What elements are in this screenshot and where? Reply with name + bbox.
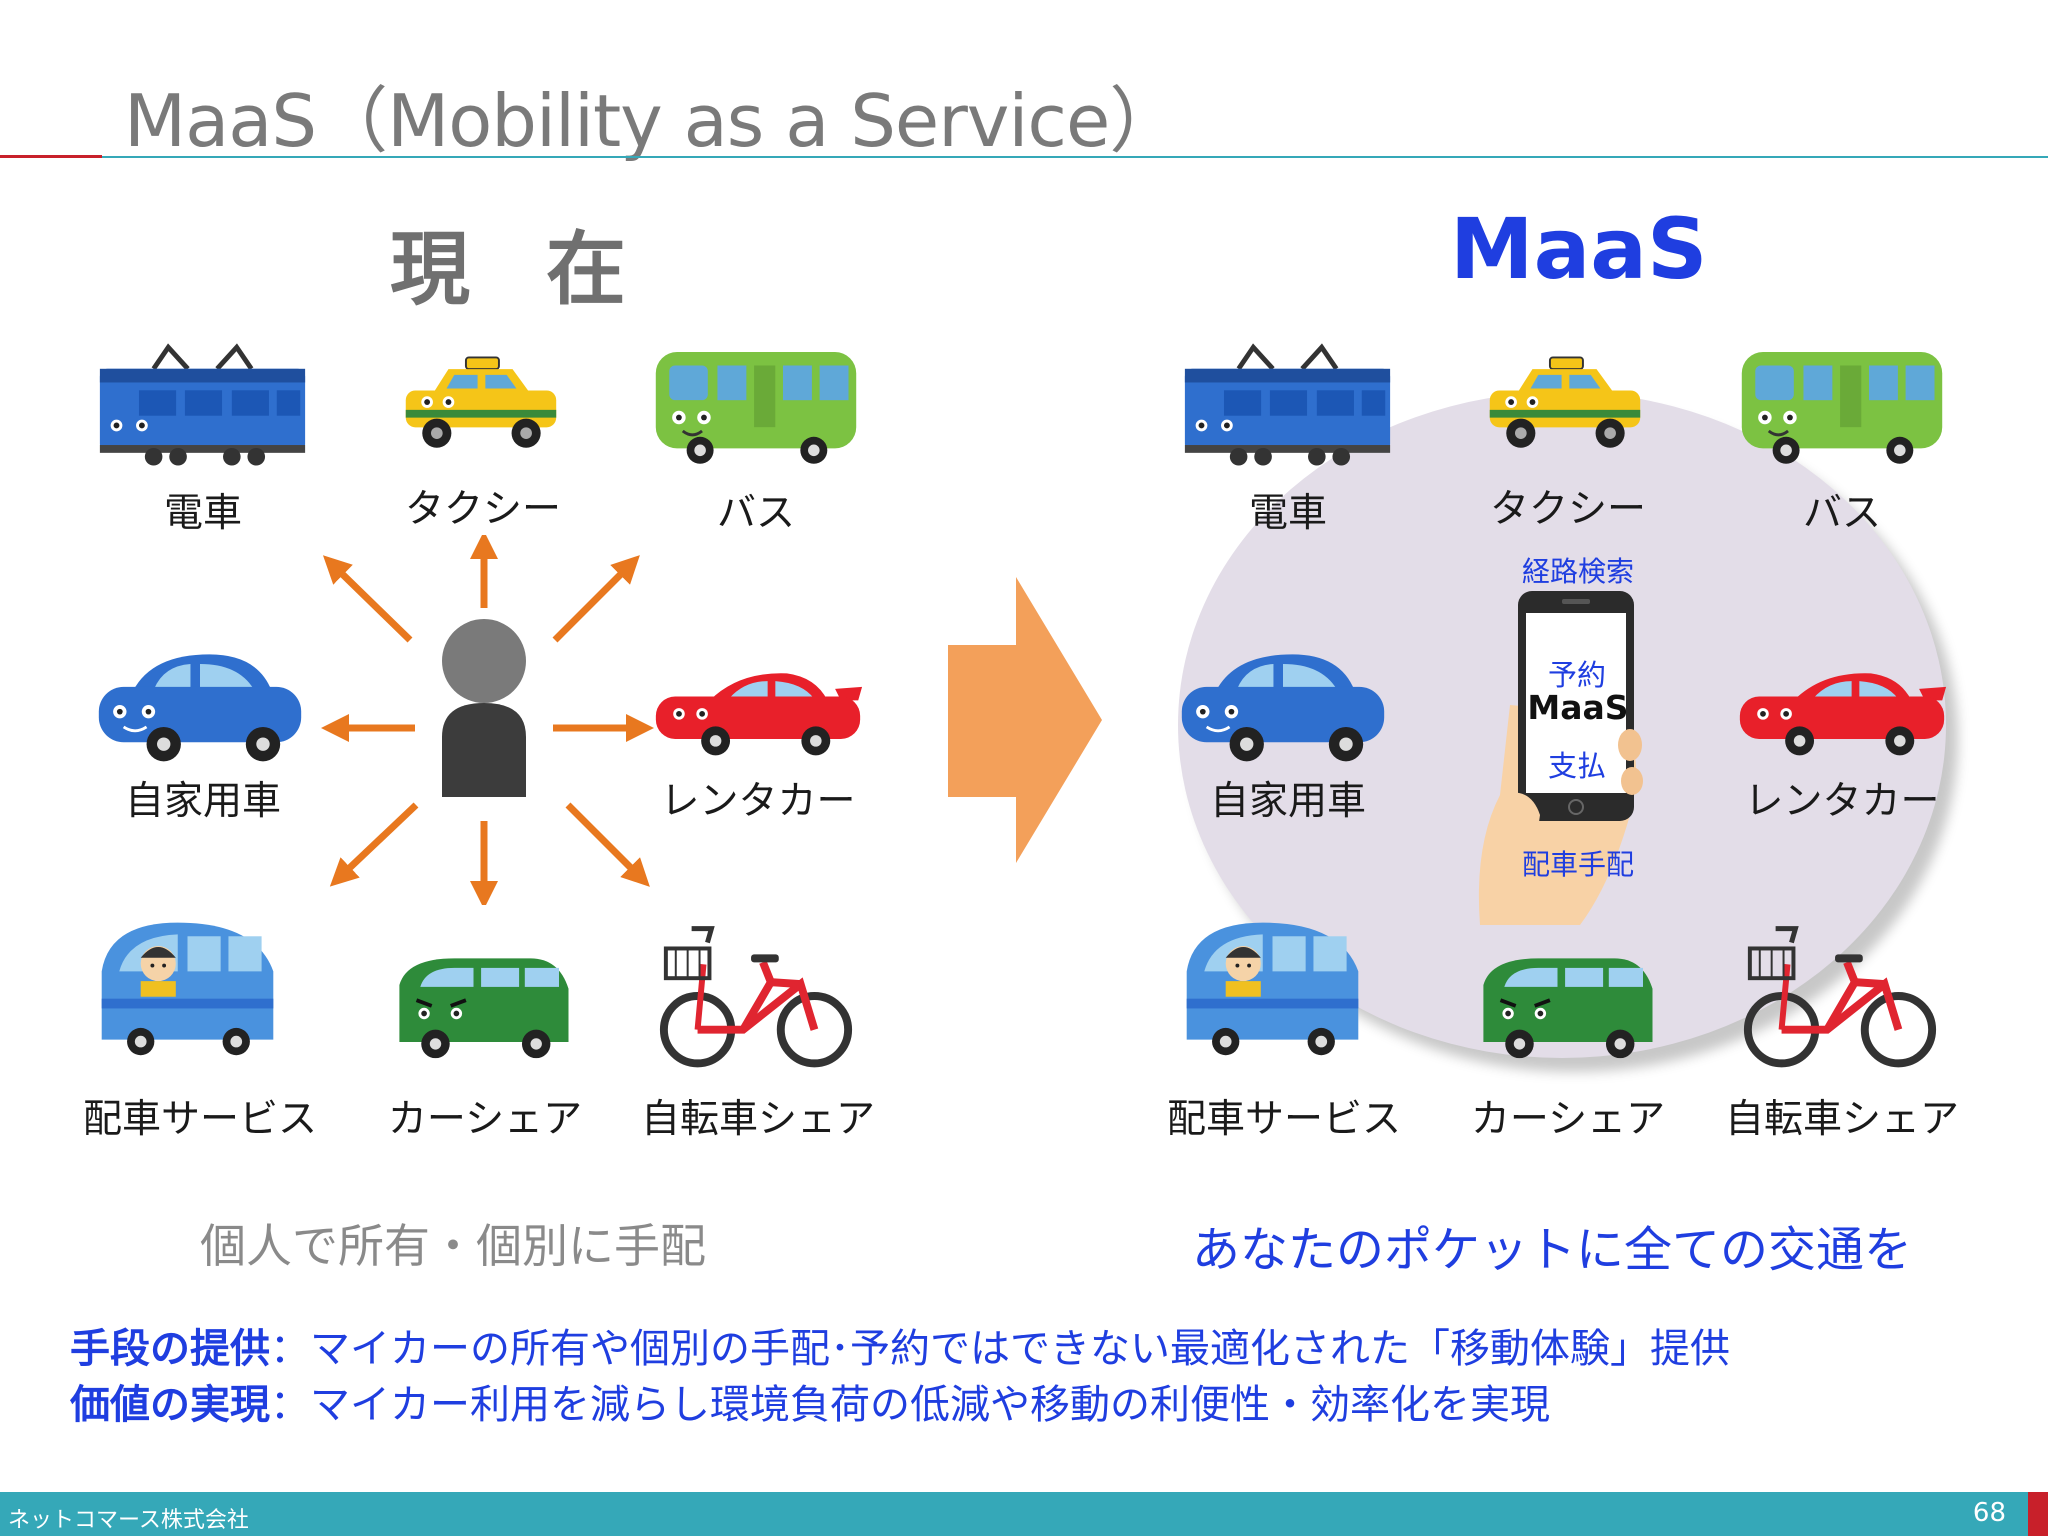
current-heading: 現 在: [390, 223, 650, 316]
car-share-icon: [388, 945, 578, 1063]
maas-taxi-icon: [1482, 350, 1647, 460]
label-rental-car: レンタカー: [660, 779, 856, 824]
maas-label-bike-share: 自転車シェア: [1724, 1097, 1960, 1142]
maas-label-private-car: 自家用車: [1209, 779, 1367, 824]
maas-label-rental-car: レンタカー: [1744, 779, 1940, 824]
private-car-icon: [95, 640, 305, 770]
feature-dispatch: 配車手配: [1521, 848, 1635, 881]
arrow-up-left: [322, 555, 413, 643]
summary-text: マイカーの所有や個別の手配･予約ではできない最適化された「移動体験」提供: [310, 1326, 1730, 1372]
phone-app-name: MaaS: [1527, 688, 1629, 727]
footer-company: ネットコマース株式会社: [8, 1508, 249, 1533]
summary-sep: ：: [270, 1382, 310, 1428]
smartphone-hand-icon: [1478, 591, 1643, 925]
feature-payment: 支払: [1547, 749, 1607, 783]
rental-car-icon: [652, 658, 864, 764]
maas-bus-icon: [1736, 340, 1948, 470]
maas-rental-car-icon: [1736, 658, 1948, 764]
label-car-share: カーシェア: [387, 1097, 583, 1142]
summary-term: 手段の提供: [70, 1326, 270, 1372]
arrow-down-right: [565, 802, 650, 887]
slide-title: MaaS（Mobility as a Service）: [124, 79, 1181, 163]
maas-label-train: 電車: [1248, 491, 1328, 536]
label-bus: バス: [716, 491, 796, 536]
person-icon: [442, 619, 526, 797]
maas-label-car-share: カーシェア: [1470, 1097, 1666, 1142]
summary-term: 価値の実現: [70, 1382, 270, 1428]
footer-bar: [0, 1492, 2028, 1536]
transition-arrow-icon: [948, 577, 1102, 863]
maas-label-ride-service: 配車サービス: [1166, 1097, 1402, 1142]
maas-bicycle-icon: [1736, 922, 1944, 1072]
ride-service-icon: [90, 912, 285, 1060]
label-train: 電車: [163, 491, 243, 536]
maas-heading: MaaS: [1450, 200, 1708, 298]
summary-line-means: 手段の提供：マイカーの所有や個別の手配･予約ではできない最適化された「移動体験」…: [70, 1316, 1730, 1374]
summary-line-value: 価値の実現：マイカー利用を減らし環境負荷の低減や移動の利便性・効率化を実現: [70, 1372, 1550, 1430]
feature-route-search: 経路検索: [1521, 555, 1635, 588]
summary-text: マイカー利用を減らし環境負荷の低減や移動の利便性・効率化を実現: [310, 1382, 1550, 1428]
title-rule: [102, 156, 2048, 158]
maas-ride-service-icon: [1175, 912, 1370, 1060]
arrow-down-left: [329, 802, 419, 887]
bus-icon: [650, 340, 862, 470]
caption-current: 個人で所有・個別に手配: [200, 1219, 706, 1273]
maas-private-car-icon: [1178, 640, 1388, 770]
person-arrows-diagram: [321, 535, 654, 905]
caption-maas: あなたのポケットに全ての交通を: [1192, 1222, 1913, 1278]
feature-reserve: 予約: [1547, 658, 1607, 692]
label-bike-share: 自転車シェア: [640, 1097, 876, 1142]
maas-label-taxi: タクシー: [1489, 487, 1647, 532]
maas-car-share-icon: [1472, 945, 1662, 1063]
title-rule-accent: [0, 155, 102, 158]
page-number: 68: [1972, 1498, 2006, 1528]
footer-accent: [2028, 1492, 2048, 1536]
label-private-car: 自家用車: [124, 779, 282, 824]
train-icon: [95, 338, 310, 468]
arrow-up-right: [552, 555, 640, 643]
maas-train-icon: [1180, 338, 1395, 468]
label-taxi: タクシー: [404, 487, 562, 532]
summary-sep: ：: [270, 1326, 310, 1372]
maas-label-bus: バス: [1802, 491, 1882, 536]
bicycle-icon: [652, 922, 860, 1072]
label-ride-service: 配車サービス: [82, 1097, 318, 1142]
taxi-icon: [398, 350, 563, 460]
